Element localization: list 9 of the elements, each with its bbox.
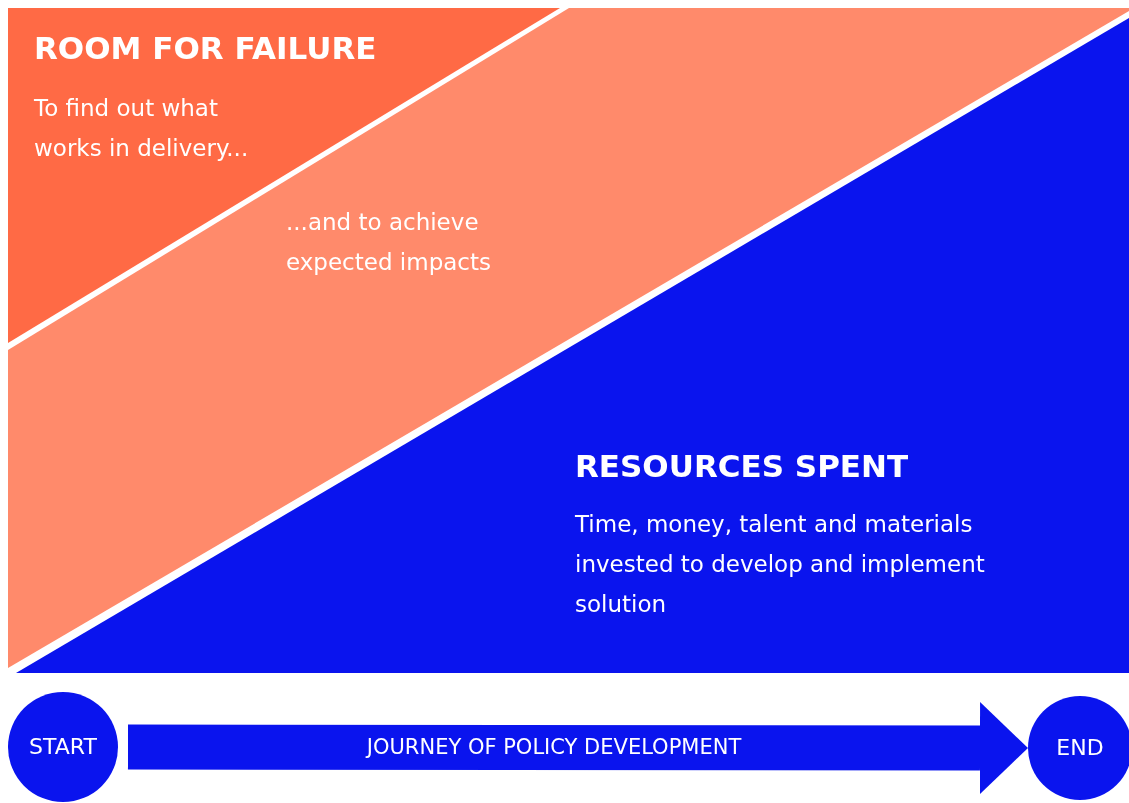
edge-label: JOURNEY OF POLICY DEVELOPMENT	[364, 734, 743, 761]
panel-heading: ROOM FOR FAILURE	[34, 30, 378, 66]
panel-text: Time, money, talent and materials invested to develop and implement solution	[575, 510, 986, 619]
circle-label: END	[1055, 734, 1105, 762]
arrow	[127, 702, 1028, 794]
circle-label: START	[28, 733, 98, 761]
panel-heading: RESOURCES SPENT	[575, 448, 910, 484]
panel-text: To find out what works in delivery...	[34, 94, 250, 163]
band-text: ...and to achieve expected impacts	[286, 208, 492, 277]
